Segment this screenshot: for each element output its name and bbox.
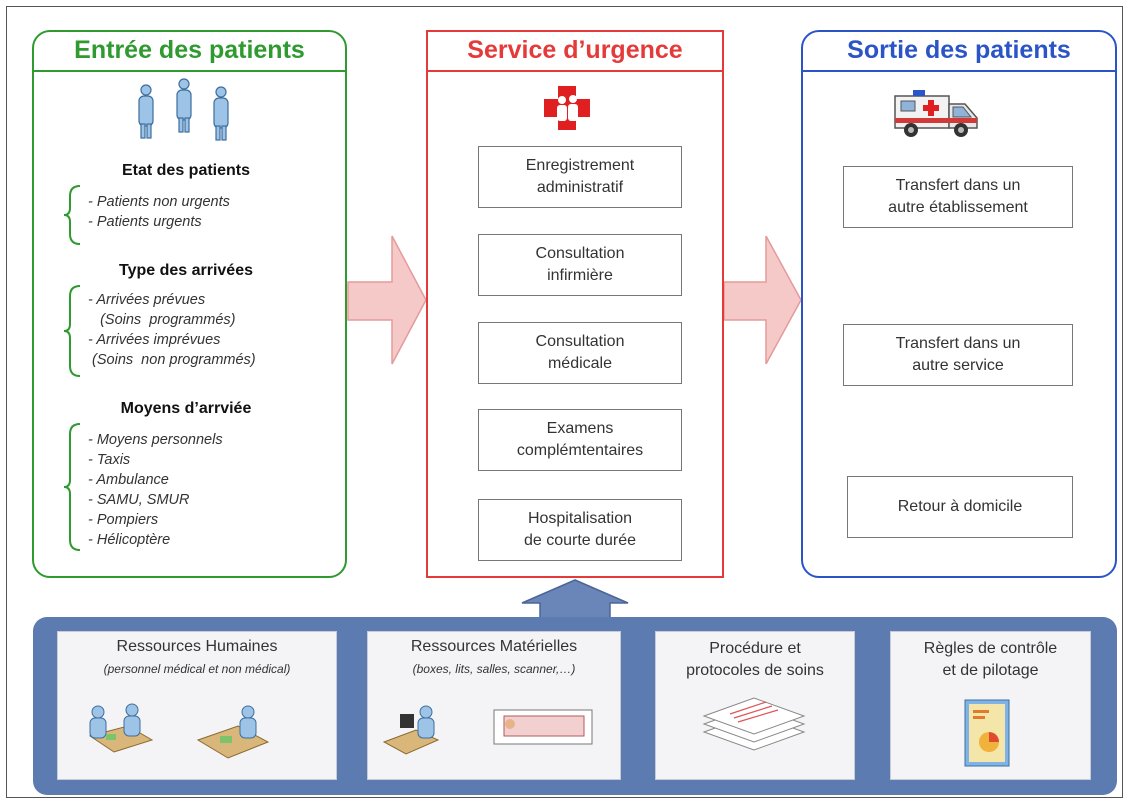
resource-materielles: Ressources Matérielles (boxes, lits, sal… <box>367 631 621 780</box>
resource-title: Procédure et protocoles de soins <box>686 640 824 679</box>
outcome-retour-domicile: Retour à domicile <box>847 476 1073 538</box>
brace-etat <box>63 185 81 245</box>
documents-stack-icon <box>702 697 806 751</box>
group-title-type: Type des arrivées <box>118 262 253 279</box>
panel-title: Entrée des patients <box>74 36 305 64</box>
staff-meeting-icon <box>88 703 270 759</box>
list-etat: - Patients non urgents - Patients urgent… <box>88 194 230 230</box>
title-divider <box>803 70 1115 72</box>
resource-title: Ressources Matérielles <box>410 638 578 655</box>
equipment-bed-icon <box>382 705 593 755</box>
step-hospitalisation: Hospitalisation de courte durée <box>478 499 682 561</box>
outcome-transfert-etablissement: Transfert dans un autre établissement <box>843 166 1073 228</box>
arrow-resources-to-urgence <box>521 579 629 619</box>
title-divider <box>34 70 345 72</box>
group-title-etat: Etat des patients <box>121 162 251 179</box>
panel-service-urgence: Service d’urgence Enregistrement adminis… <box>426 30 724 578</box>
panel-sortie-patients: Sortie des patients Transfert dans un au… <box>801 30 1117 578</box>
resource-title: Règles de contrôle et de pilotage <box>923 640 1058 679</box>
outcome-transfert-service: Transfert dans un autre service <box>843 324 1073 386</box>
resource-procedures: Procédure et protocoles de soins <box>655 631 855 780</box>
diagram-frame <box>6 6 1123 798</box>
panel-title: Service d’urgence <box>467 36 683 64</box>
panel-title: Sortie des patients <box>847 36 1071 64</box>
panel-entree-patients: Entrée des patients Etat des patients - … <box>32 30 347 578</box>
brace-type <box>63 285 81 377</box>
group-title-moyens: Moyens d’arrviée <box>120 400 252 417</box>
step-examens: Examens complémtentaires <box>478 409 682 471</box>
arrow-urgence-to-sortie <box>723 235 802 365</box>
dashboard-report-icon <box>964 699 1010 767</box>
patients-icon <box>138 78 229 141</box>
arrow-entree-to-urgence <box>347 235 427 365</box>
list-type: - Arrivées prévues (Soins programmés) - … <box>88 292 256 368</box>
step-consultation-infirmiere: Consultation infirmière <box>478 234 682 296</box>
step-consultation-medicale: Consultation médicale <box>478 322 682 384</box>
resource-subtitle: (boxes, lits, salles, scanner,…) <box>412 662 576 676</box>
step-enregistrement: Enregistrement administratif <box>478 146 682 208</box>
resource-regles: Règles de contrôle et de pilotage <box>890 631 1091 780</box>
ambulance-icon <box>894 90 978 137</box>
brace-moyens <box>63 423 81 551</box>
list-moyens: - Moyens personnels - Taxis - Ambulance … <box>88 432 223 548</box>
red-cross-icon <box>544 86 590 130</box>
resource-subtitle: (personnel médical et non médical) <box>103 662 291 676</box>
resource-humaines: Ressources Humaines (personnel médical e… <box>57 631 337 780</box>
resource-title: Ressources Humaines <box>116 638 278 655</box>
title-divider <box>428 70 722 72</box>
